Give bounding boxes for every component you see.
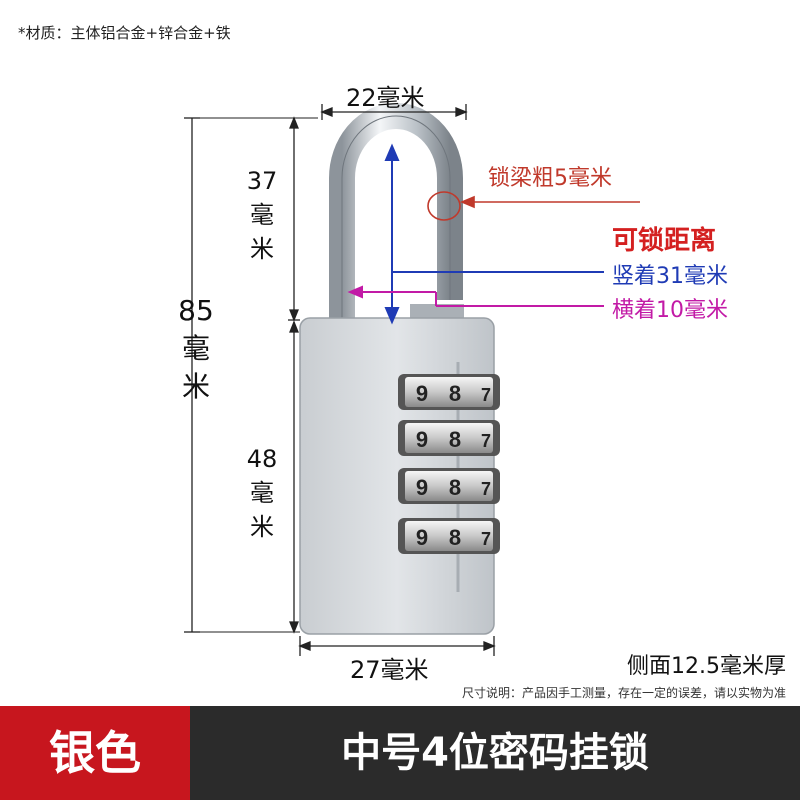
shackle-height-unit: 毫 <box>250 201 274 229</box>
body-height-unit: 毫 <box>250 479 274 507</box>
dial-digit: 9 <box>416 475 428 500</box>
dial-row <box>398 468 500 504</box>
product-name: 中号4位密码挂锁 <box>341 730 649 776</box>
dial-digit: 8 <box>449 427 461 452</box>
total-height-label: 85 毫 米 <box>176 292 216 406</box>
color-label: 银色 <box>49 726 141 780</box>
color-badge <box>0 706 190 800</box>
dial-digit: 7 <box>481 529 491 549</box>
dial-digit: 7 <box>481 385 491 405</box>
shackle-height-unit: 米 <box>250 235 274 263</box>
dial-row <box>398 374 500 410</box>
body-height-unit: 米 <box>250 513 274 541</box>
measurement-note: 尺寸说明：产品因手工测量，存在一定的误差，请以实物为准 <box>461 686 786 700</box>
dial-digit: 7 <box>481 431 491 451</box>
total-height-number: 85 <box>178 294 214 327</box>
body-height-number: 48 <box>246 445 278 473</box>
dial-digit: 8 <box>449 525 461 550</box>
dial-digit: 7 <box>481 479 491 499</box>
body-height-label: 48 毫 米 <box>242 442 282 544</box>
shackle-thickness-label: 锁梁粗5毫米 <box>488 166 612 191</box>
dial-digit: 9 <box>416 427 428 452</box>
dial-row <box>398 420 500 456</box>
total-height-unit: 毫 <box>181 332 210 365</box>
dial-digit: 8 <box>449 475 461 500</box>
material-label: *材质：主体铝合金+锌合金+铁 <box>18 24 231 42</box>
horizontal-distance-label: 横着10毫米 <box>612 298 728 323</box>
side-thickness-label: 侧面12.5毫米厚 <box>627 654 786 679</box>
shackle-width-label: 22毫米 <box>346 84 425 112</box>
shackle-height-number: 37 <box>246 167 278 195</box>
dial-digit: 9 <box>416 381 428 406</box>
dial-digit: 8 <box>449 381 461 406</box>
dial-row <box>398 518 500 554</box>
vertical-distance-label: 竖着31毫米 <box>612 264 728 289</box>
total-height-unit: 米 <box>181 370 210 403</box>
lockable-distance-title: 可锁距离 <box>612 226 717 256</box>
shackle-height-label: 37 毫 米 <box>242 164 282 266</box>
dial-digit: 9 <box>416 525 428 550</box>
body-width-label: 27毫米 <box>350 656 429 684</box>
